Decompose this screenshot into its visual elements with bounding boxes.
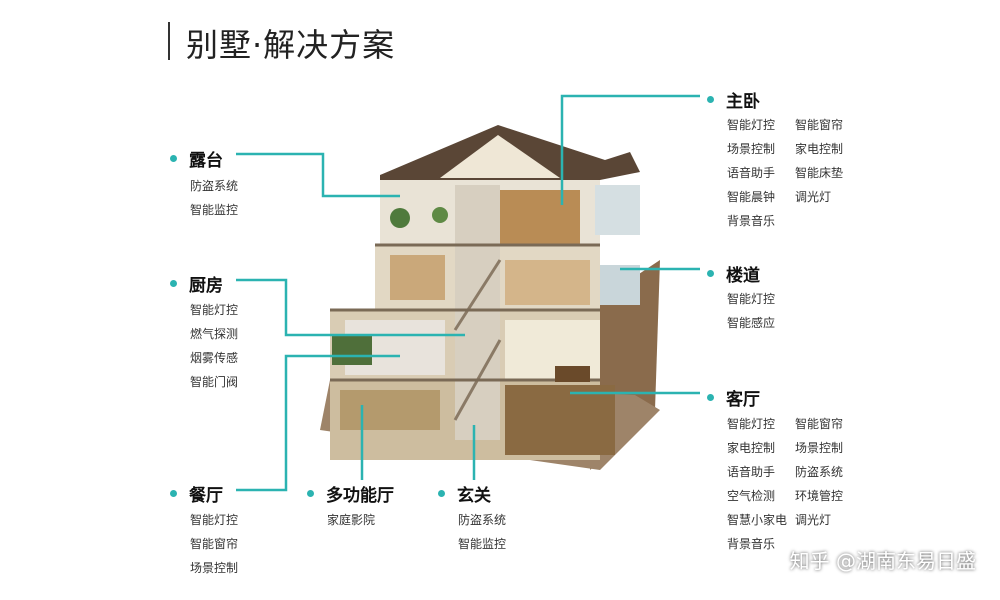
bullet-dot [170, 490, 177, 497]
window [600, 265, 640, 305]
living-room [505, 385, 615, 455]
title-accent-bar [168, 22, 170, 60]
kitchen-room [390, 255, 445, 300]
window [595, 185, 640, 235]
bullet-dot [170, 280, 177, 287]
terrace-plant [390, 208, 410, 228]
stair-well [455, 185, 500, 440]
bullet-dot [307, 490, 314, 497]
room-kitchen: 厨房 [170, 271, 223, 296]
room-terrace: 露台 [170, 146, 223, 171]
line-master [560, 94, 700, 205]
bullet-dot [707, 270, 714, 277]
room-living: 客厅 [707, 385, 760, 410]
line-dining [236, 354, 400, 492]
watermark: 知乎 @湖南东易日盛 [789, 549, 976, 573]
master-features: 智能灯控 智能窗帘 场景控制 家电控制 语音助手 智能床垫 智能晨钟 调光灯 背… [727, 118, 844, 228]
terrace-plant [432, 207, 448, 223]
bullet-dot [707, 394, 714, 401]
bullet-dot [438, 490, 445, 497]
bullet-dot [170, 155, 177, 162]
living-features: 智能灯控 智能窗帘 家电控制 场景控制 语音助手 防盗系统 空气检测 环境管控 … [727, 417, 844, 551]
page-title: 别墅·解决方案 [186, 26, 396, 64]
multipurpose-features: 家庭影院 [327, 513, 376, 527]
room-master-bedroom: 主卧 [707, 87, 760, 112]
terrace-features: 防盗系统 智能监控 [190, 179, 239, 217]
multi-room [340, 390, 440, 430]
room-multipurpose: 多功能厅 [307, 481, 394, 506]
entrance-features: 防盗系统 智能监控 [458, 513, 507, 551]
villa-gable [440, 135, 560, 178]
bullet-dot [707, 96, 714, 103]
room-stairwell: 楼道 [707, 261, 760, 286]
upper-lounge [505, 260, 590, 305]
room-entrance: 玄关 [438, 481, 491, 506]
master-room [500, 190, 580, 245]
dining-features: 智能灯控 智能窗帘 场景控制 [190, 513, 239, 575]
line-kitchen [236, 278, 465, 337]
room-dining: 餐厅 [170, 481, 223, 506]
kitchen-features: 智能灯控 燃气探测 烟雾传感 智能门阀 [190, 303, 239, 389]
stairwell-features: 智能灯控 智能感应 [727, 292, 776, 330]
tv-frame [555, 366, 590, 382]
callout-lines [236, 94, 700, 492]
kitchen-plants [332, 335, 372, 365]
line-terrace [236, 152, 400, 198]
